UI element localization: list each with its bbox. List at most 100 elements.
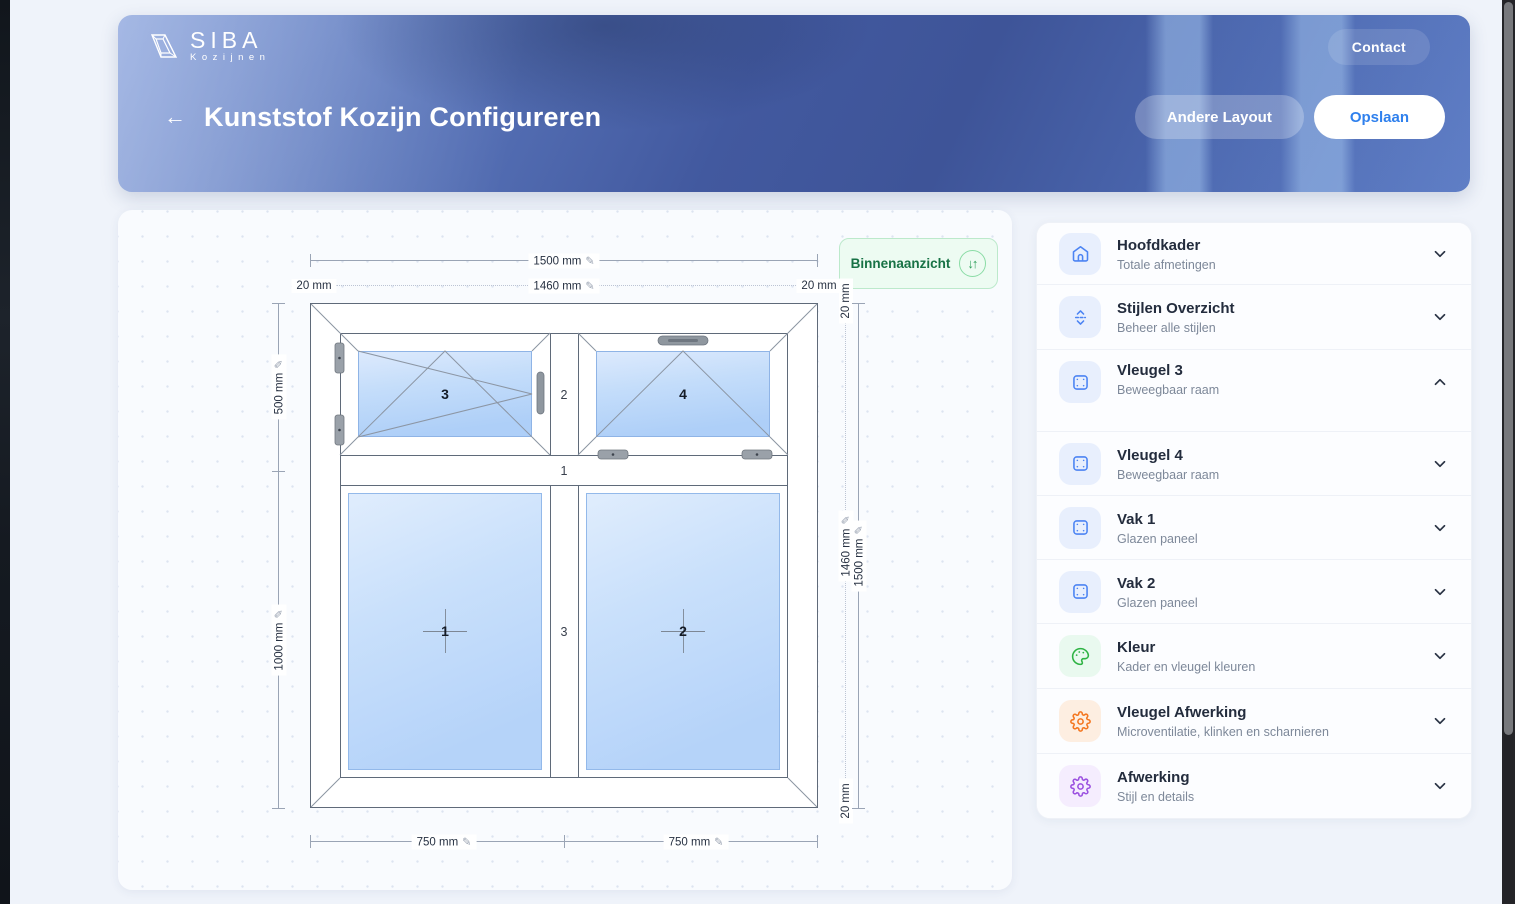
item-title: Afwerking: [1117, 769, 1190, 786]
sash-4-miters: [577, 332, 789, 456]
edit-pencil-icon[interactable]: ✎: [585, 255, 595, 268]
window-drawing: 3 2 4 1 1: [310, 303, 818, 808]
item-subtitle: Stijl en details: [1117, 790, 1195, 804]
chevron-down-icon[interactable]: [1431, 647, 1449, 665]
chevron-down-icon[interactable]: [1431, 245, 1449, 263]
configurator-canvas: Binnenaanzicht ↓↑ 1500 mm ✎ 20 mm 1460 m…: [118, 210, 1012, 890]
edit-pencil-icon[interactable]: ✎: [585, 280, 595, 293]
frame-icon: [1059, 506, 1101, 549]
item-title: Vleugel 4: [1117, 446, 1183, 464]
config-sidebar: Hoofdkader Totale afmetingen Stijlen Ove…: [1036, 222, 1472, 819]
dim-offset-right-top: 20 mm: [839, 278, 853, 324]
dim-tick: [310, 254, 311, 267]
dim-tick: [272, 808, 285, 809]
frame-icon: [1059, 361, 1101, 403]
view-badge-label: Binnenaanzicht: [850, 256, 951, 271]
item-title: Stijlen Overzicht: [1117, 300, 1235, 317]
swap-view-icon[interactable]: ↓↑: [959, 250, 987, 277]
sash-4[interactable]: 4: [577, 332, 789, 460]
chevron-down-icon[interactable]: [1431, 308, 1449, 326]
header-actions: Andere Layout Opslaan: [1134, 95, 1445, 139]
opslaan-button[interactable]: Opslaan: [1313, 95, 1445, 139]
mullion-top[interactable]: [550, 333, 579, 455]
sidebar-item-vleugel-afwerking[interactable]: Vleugel Afwerking Microventilatie, klink…: [1037, 689, 1471, 754]
dim-offset-right-bottom: 20 mm: [839, 778, 853, 824]
hinge-pin: [338, 428, 341, 432]
hinge-pin: [755, 453, 759, 456]
header: SIBA Kozijnen Contact ← Kunststof Kozijn…: [118, 15, 1470, 192]
item-title: Vak 1: [1117, 510, 1156, 528]
pane-2-number: 2: [679, 623, 687, 639]
sash-3-turn-symbol: [357, 350, 533, 438]
mullion-top-label: 2: [561, 388, 568, 402]
sash-3[interactable]: 3: [334, 332, 551, 456]
brand-logo: SIBA Kozijnen: [148, 29, 270, 65]
dim-width-total[interactable]: 1500 mm ✎: [528, 253, 600, 269]
dim-tick: [310, 835, 311, 848]
scrollbar-thumb[interactable]: [1504, 2, 1513, 735]
gear-icon: [1059, 700, 1101, 742]
gear-icon: [1059, 765, 1101, 807]
pane-1-crosshair: [423, 609, 467, 653]
chevron-down-icon[interactable]: [1431, 777, 1449, 795]
sidebar-item-vleugel-4[interactable]: Vleugel 4 Beweegbaar raam: [1037, 432, 1471, 496]
chevron-down-icon[interactable]: [1431, 519, 1449, 537]
sidebar-item-vleugel-3[interactable]: Vleugel 3 Beweegbaar raam: [1037, 350, 1471, 432]
sash-4-handle-grip: [668, 339, 698, 342]
logo-tagline: Kozijnen: [190, 52, 271, 63]
sash-4-glass[interactable]: [596, 351, 770, 437]
mullion-bottom[interactable]: [550, 485, 579, 778]
pane-2-crosshair: [661, 609, 705, 653]
window-logo-icon: [150, 34, 178, 58]
header-main-row: ← Kunststof Kozijn Configureren Andere L…: [118, 95, 1470, 139]
logo-text: SIBA Kozijnen: [190, 27, 271, 64]
chevron-up-icon[interactable]: [1431, 373, 1449, 391]
dim-width-bottom-left[interactable]: 750 mm ✎: [411, 834, 477, 850]
sash-3-tilt-symbol: [357, 350, 533, 438]
edit-pencil-icon[interactable]: ✎: [273, 609, 286, 619]
chevron-down-icon[interactable]: [1431, 455, 1449, 473]
item-subtitle: Beheer alle stijlen: [1117, 321, 1216, 335]
frame-icon: [1059, 442, 1101, 485]
sash-3-glass[interactable]: [358, 351, 532, 437]
edit-pencil-icon[interactable]: ✎: [273, 359, 286, 369]
sidebar-item-afwerking[interactable]: Afwerking Stijl en details: [1037, 754, 1471, 818]
chevron-down-icon[interactable]: [1431, 583, 1449, 601]
mullion-bottom-label: 3: [561, 625, 568, 639]
dim-tick: [564, 835, 565, 848]
sidebar-item-vak-2[interactable]: Vak 2 Glazen paneel: [1037, 560, 1471, 624]
transom-label: 1: [561, 464, 568, 478]
sash-4-number: 4: [679, 386, 687, 402]
chevron-down-icon[interactable]: [1431, 712, 1449, 730]
dim-height-total[interactable]: 1500 mm ✎: [851, 520, 867, 592]
dim-width-bottom-right[interactable]: 750 mm ✎: [663, 834, 729, 850]
pane-1[interactable]: 1: [348, 493, 542, 770]
dim-height-upper[interactable]: 500 mm ✎: [271, 354, 287, 420]
header-top-bar: SIBA Kozijnen Contact: [118, 15, 1470, 79]
edit-pencil-icon[interactable]: ✎: [462, 836, 472, 849]
sash-3-handle[interactable]: [536, 371, 545, 415]
sidebar-item-hoofdkader[interactable]: Hoofdkader Totale afmetingen: [1037, 223, 1471, 285]
transom[interactable]: [340, 455, 788, 486]
sidebar-item-kleur[interactable]: Kleur Kader en vleugel kleuren: [1037, 624, 1471, 689]
pane-1-number: 1: [441, 623, 449, 639]
edit-pencil-icon[interactable]: ✎: [714, 836, 724, 849]
desktop-edge-strip: [0, 0, 10, 904]
view-toggle-badge[interactable]: Binnenaanzicht ↓↑: [839, 238, 998, 289]
edit-pencil-icon[interactable]: ✎: [853, 525, 866, 535]
sidebar-item-stijlen-overzicht[interactable]: Stijlen Overzicht Beheer alle stijlen: [1037, 285, 1471, 350]
andere-layout-button[interactable]: Andere Layout: [1134, 95, 1304, 139]
dim-width-inner[interactable]: 1460 mm ✎: [528, 278, 600, 294]
logo-name: SIBA: [190, 27, 263, 53]
hinge-pin: [611, 453, 615, 456]
item-title: Vleugel 3: [1117, 362, 1183, 379]
dim-height-lower[interactable]: 1000 mm ✎: [271, 604, 287, 676]
pane-2[interactable]: 2: [586, 493, 780, 770]
contact-button[interactable]: Contact: [1327, 29, 1430, 65]
sidebar-item-vak-1[interactable]: Vak 1 Glazen paneel: [1037, 496, 1471, 560]
back-button[interactable]: ←: [164, 104, 186, 129]
dim-offset-top-right: 20 mm: [796, 279, 842, 293]
item-subtitle: Microventilatie, klinken en scharnieren: [1117, 725, 1329, 739]
dim-tick: [852, 303, 865, 304]
